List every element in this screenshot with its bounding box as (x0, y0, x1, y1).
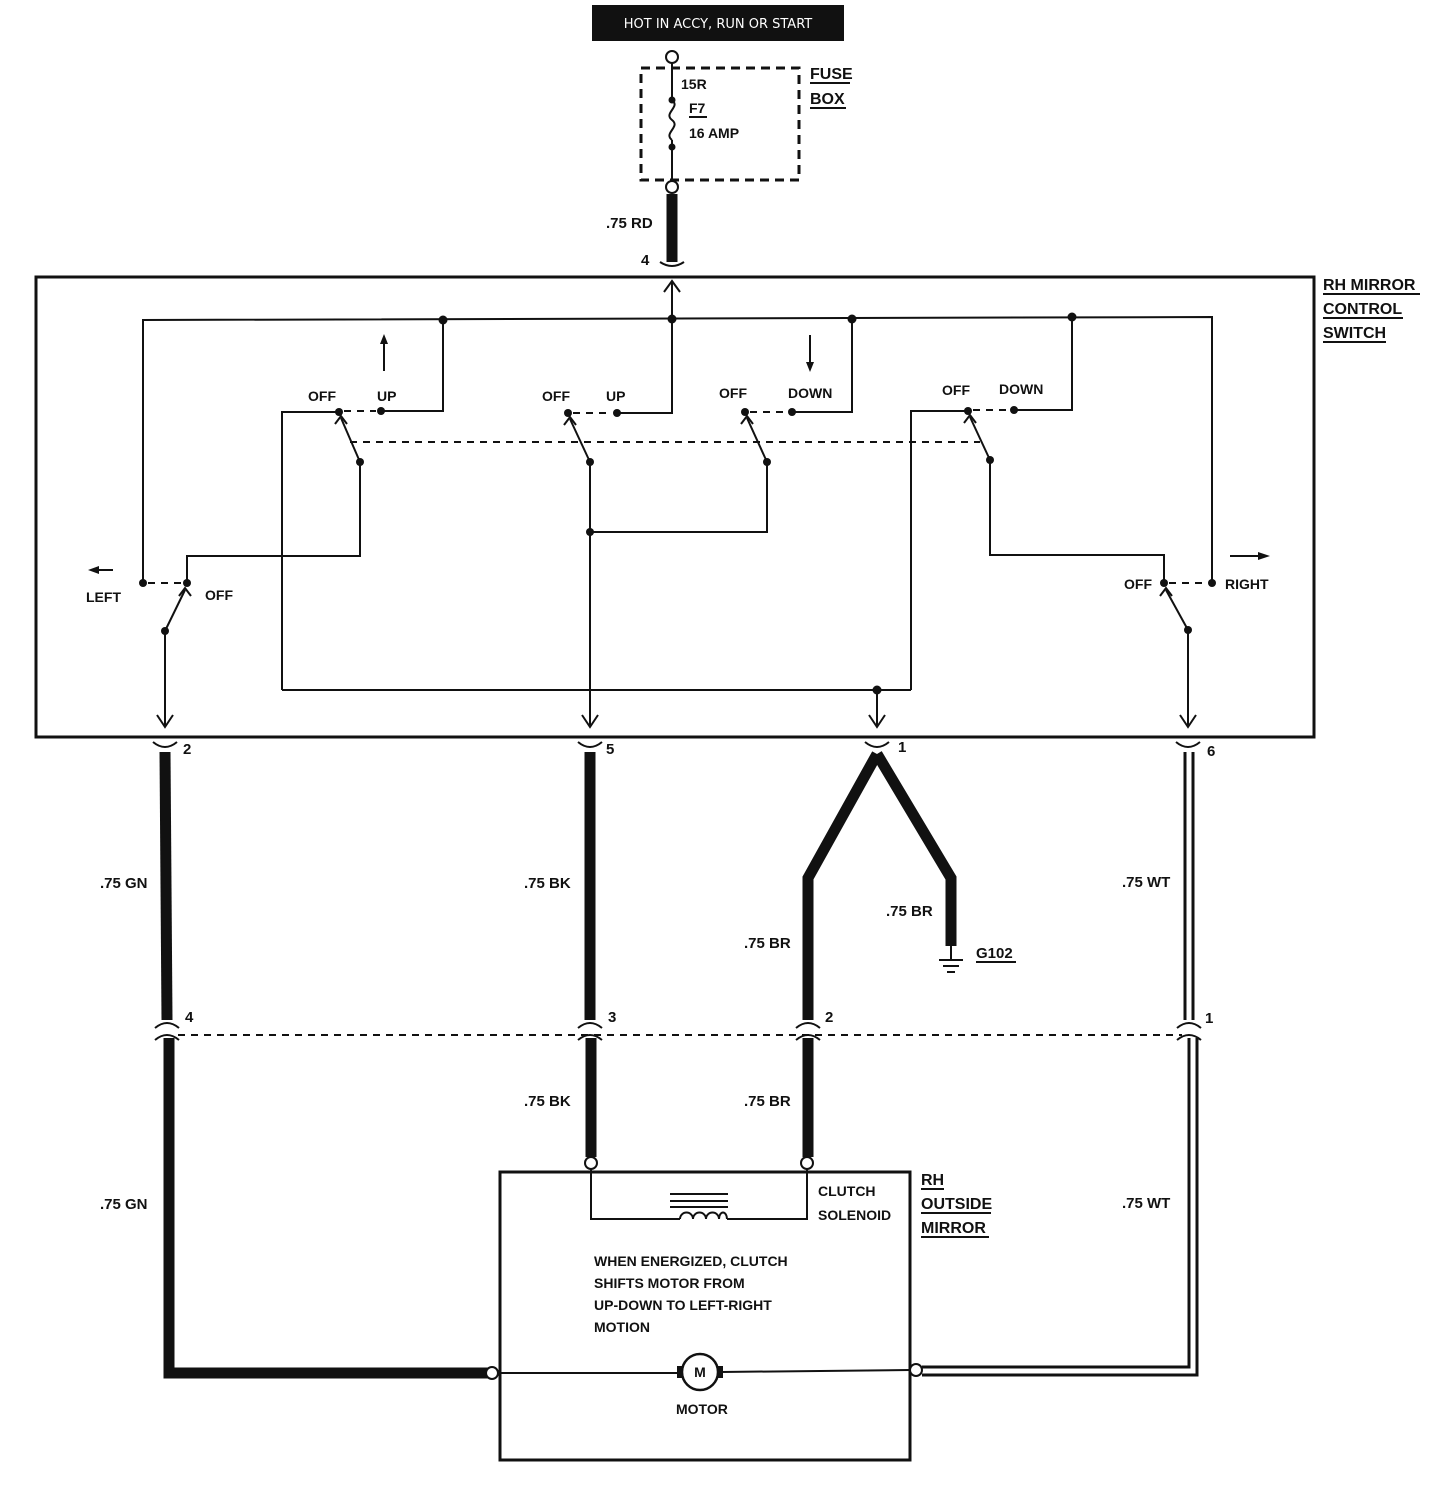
right-off-label: OFF (1124, 576, 1152, 592)
motor-icon (677, 1352, 723, 1392)
mirror-note-2: SHIFTS MOTOR FROM (594, 1275, 745, 1291)
mirror-control-switch-box (34, 275, 1316, 739)
mirror-title-1: RH (921, 1172, 944, 1189)
fuse-output-terminal (665, 180, 679, 194)
ground-label: G102 (976, 945, 1013, 962)
motor-terminal-b (909, 1363, 923, 1377)
mirror-note-4: MOTION (594, 1319, 650, 1335)
switch-title-2: CONTROL (1323, 301, 1402, 318)
switch-pin-2: 2 (183, 741, 191, 758)
sw1-off-label: OFF (308, 388, 336, 404)
switch-title-3: SWITCH (1323, 325, 1386, 342)
feed-wire-label: .75 RD (606, 215, 653, 232)
sw1-up-label: UP (377, 388, 396, 404)
wire-br-lower-label: .75 BR (744, 1093, 791, 1110)
left-off-label: OFF (205, 587, 233, 603)
mirror-note-3: UP-DOWN TO LEFT-RIGHT (594, 1297, 772, 1313)
wire-br-upper (802, 751, 882, 1020)
fuse-rating-label: 16 AMP (689, 125, 739, 141)
motor-label: MOTOR (676, 1401, 728, 1417)
switch-pin-1: 1 (898, 739, 906, 756)
right-label: RIGHT (1225, 576, 1269, 592)
fuse-box-title-2: BOX (810, 91, 845, 108)
switch-pin-in: 4 (641, 252, 650, 269)
power-banner (592, 5, 844, 41)
ground-icon (939, 946, 963, 973)
wire-br-ground-label: .75 BR (886, 903, 933, 920)
connector-pin-3: 3 (608, 1009, 616, 1026)
connector-pin-2: 2 (825, 1009, 833, 1026)
motor-symbol: M (694, 1364, 706, 1380)
fuse-box (639, 66, 801, 182)
mirror-title-2: OUTSIDE (921, 1196, 992, 1213)
wire-wt-lower (922, 1038, 1196, 1374)
power-banner-text: HOT IN ACCY, RUN OR START (624, 17, 813, 32)
clutch-terminal-a (584, 1156, 598, 1170)
wire-bk-upper-label: .75 BK (524, 875, 571, 892)
sw3-off-label: OFF (719, 385, 747, 401)
clutch-label-2: SOLENOID (818, 1207, 891, 1223)
switch-pin-6: 6 (1207, 743, 1215, 760)
solenoid-coil-icon (670, 1193, 728, 1220)
left-label: LEFT (86, 589, 121, 605)
wire-gn-lower-label: .75 GN (100, 1196, 148, 1213)
wire-gn-upper-label: .75 GN (100, 875, 148, 892)
sw3-down-label: DOWN (788, 385, 832, 401)
clutch-label-1: CLUTCH (818, 1183, 876, 1199)
wire-br-upper-label: .75 BR (744, 935, 791, 952)
wire-wt-lower-label: .75 WT (1122, 1195, 1170, 1212)
clutch-terminal-b (800, 1156, 814, 1170)
switch-pin-5: 5 (606, 741, 614, 758)
motor-terminal-a (485, 1366, 499, 1380)
fuse-id-label: F7 (689, 100, 706, 116)
fuse-input-terminal (665, 50, 679, 64)
connector-pin-4: 4 (185, 1009, 194, 1026)
mirror-title-3: MIRROR (921, 1220, 986, 1237)
sw2-up-label: UP (606, 388, 625, 404)
fuse-icon (668, 99, 676, 141)
mirror-note-1: WHEN ENERGIZED, CLUTCH (594, 1253, 788, 1269)
sw2-off-label: OFF (542, 388, 570, 404)
wire-bk-lower-label: .75 BK (524, 1093, 571, 1110)
fuse-box-title-1: FUSE (810, 66, 853, 83)
wire-gn-upper (159, 751, 173, 1021)
outside-mirror-box (498, 1170, 912, 1462)
sw4-down-label: DOWN (999, 381, 1043, 397)
wire-wt-upper-label: .75 WT (1122, 874, 1170, 891)
fuse-circuit-label: 15R (681, 76, 707, 92)
wire-br-ground (872, 751, 957, 946)
wire-gn-lower (163, 1038, 488, 1379)
sw4-off-label: OFF (942, 382, 970, 398)
connector-pin-1: 1 (1205, 1010, 1213, 1027)
switch-title-1: RH MIRROR (1323, 277, 1416, 294)
